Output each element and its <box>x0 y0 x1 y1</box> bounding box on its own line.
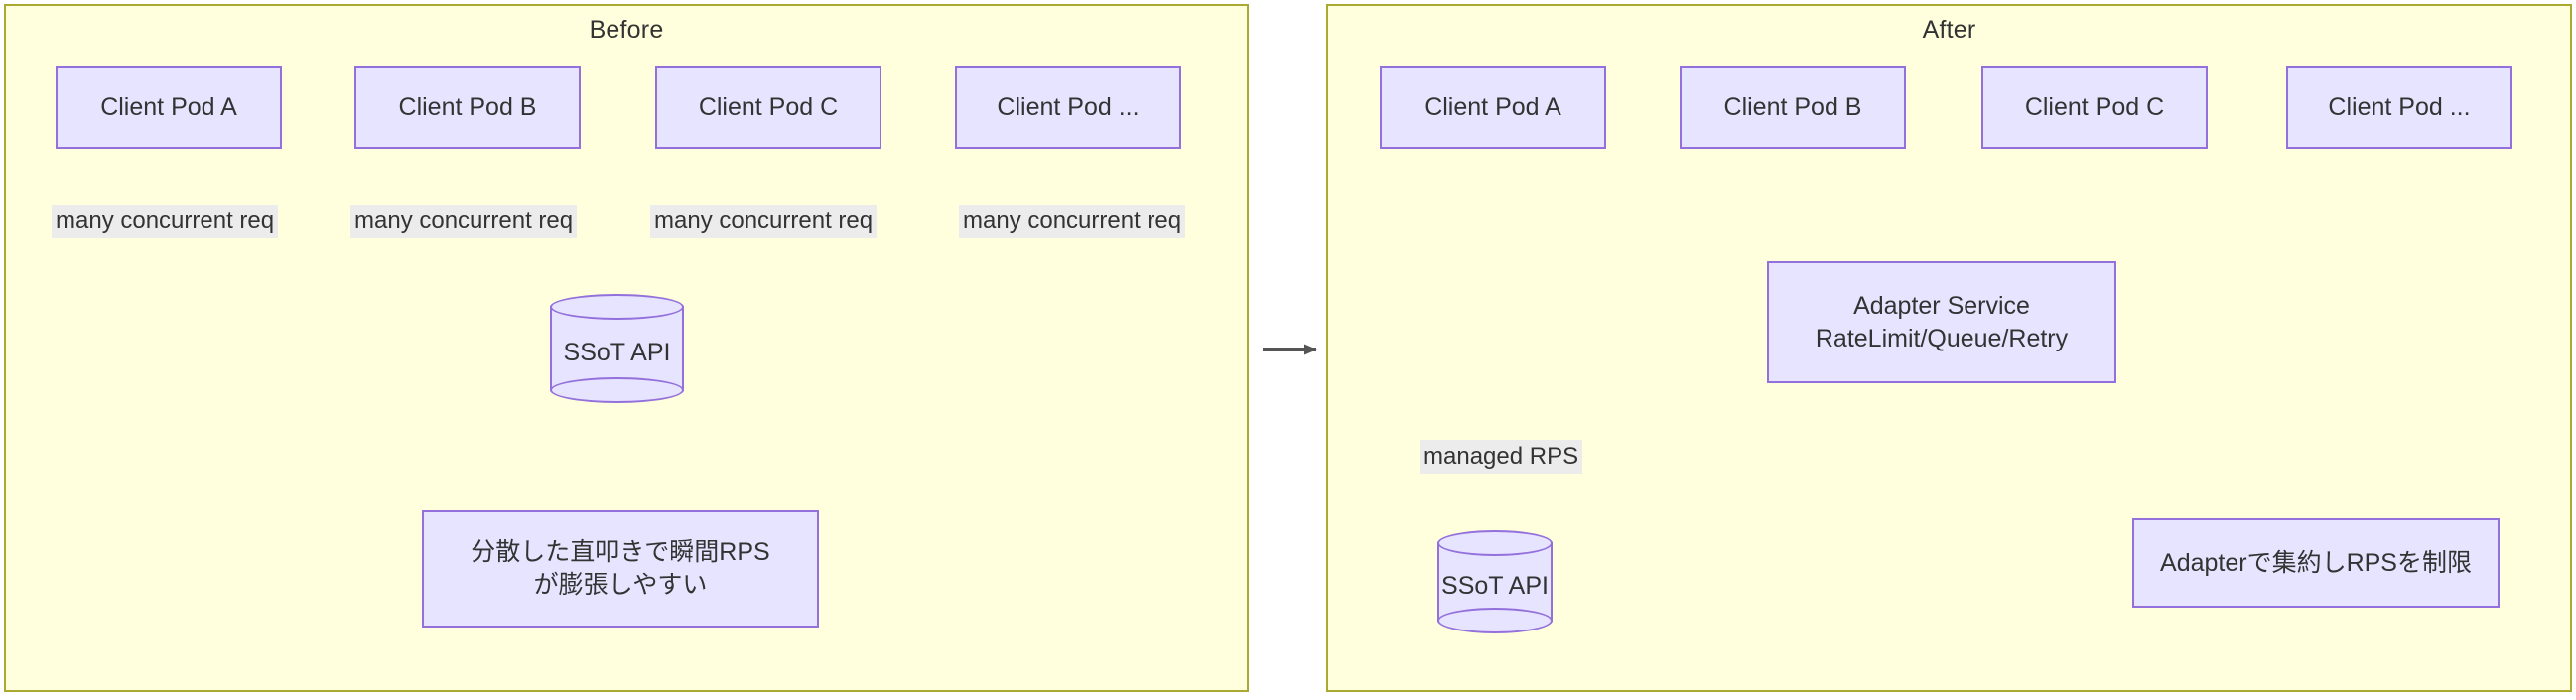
cylinder-bottom <box>550 377 684 403</box>
after-note-box: Adapterで集約しRPSを制限 <box>2132 518 2500 608</box>
after-ssot-api-label: SSoT API <box>1441 571 1549 600</box>
panel-after-title: After <box>1922 16 1976 44</box>
after-ssot-api-datastore[interactable]: SSoT API <box>1437 530 1553 633</box>
after-client-pod-a[interactable]: Client Pod A <box>1380 66 1606 149</box>
before-client-pod-d[interactable]: Client Pod ... <box>955 66 1181 149</box>
after-client-pod-d[interactable]: Client Pod ... <box>2286 66 2512 149</box>
cylinder-bottom <box>1437 608 1553 633</box>
before-note-line2: が膨張しやすい <box>533 571 708 599</box>
before-note-box: 分散した直叩きで瞬間RPS が膨張しやすい <box>422 510 819 628</box>
before-client-pod-b[interactable]: Client Pod B <box>354 66 581 149</box>
after-client-pod-b[interactable]: Client Pod B <box>1680 66 1906 149</box>
before-ssot-api-datastore[interactable]: SSoT API <box>550 294 684 403</box>
cylinder-top <box>1437 530 1553 556</box>
after-adapter-service[interactable]: Adapter Service RateLimit/Queue/Retry <box>1767 261 2116 383</box>
after-edge-label-managed-rps: managed RPS <box>1420 440 1583 474</box>
after-adapter-line2: RateLimit/Queue/Retry <box>1815 324 2069 352</box>
after-client-pod-c[interactable]: Client Pod C <box>1981 66 2208 149</box>
cylinder-top <box>550 294 684 320</box>
panel-before-title: Before <box>589 16 664 44</box>
after-adapter-line1: Adapter Service <box>1853 291 2030 320</box>
before-edge-label-c: many concurrent req <box>650 205 878 238</box>
before-edge-label-d: many concurrent req <box>959 205 1186 238</box>
before-edge-label-b: many concurrent req <box>350 205 578 238</box>
before-client-pod-c[interactable]: Client Pod C <box>655 66 881 149</box>
before-ssot-api-label: SSoT API <box>563 338 671 366</box>
before-client-pod-a[interactable]: Client Pod A <box>56 66 282 149</box>
before-edge-label-a: many concurrent req <box>52 205 279 238</box>
before-note-line1: 分散した直叩きで瞬間RPS <box>471 538 770 566</box>
